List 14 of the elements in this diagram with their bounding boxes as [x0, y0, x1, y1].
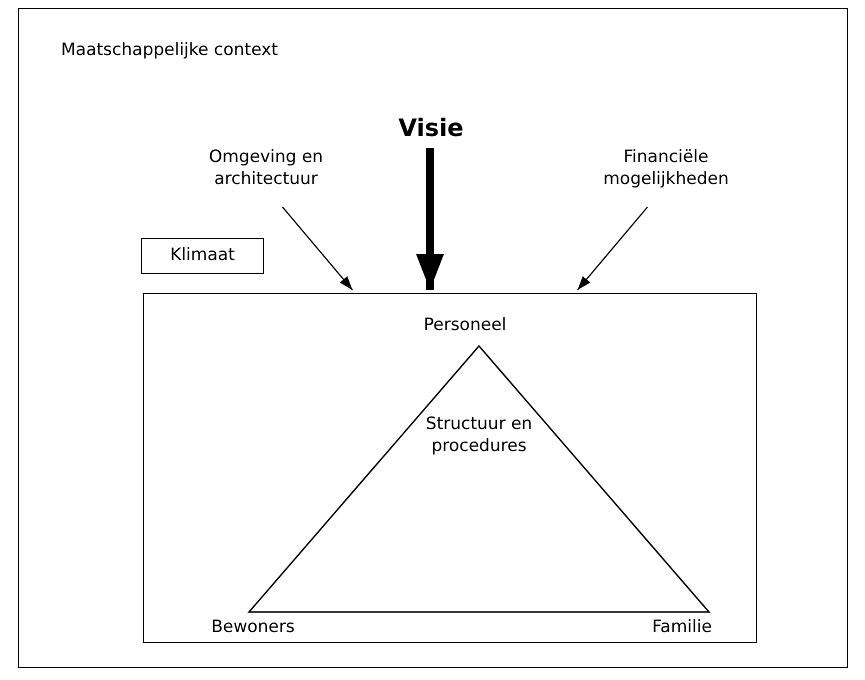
arrow — [282, 206, 353, 290]
factor-label: Omgeving en architectuur — [171, 146, 361, 198]
thick-arrow — [416, 148, 444, 290]
arrow — [577, 206, 648, 290]
corner-label: Familie — [651, 616, 713, 638]
corner-label: Bewoners — [210, 616, 296, 638]
frame-title: Maatschappelijke context — [61, 39, 278, 61]
triangle-text: Structuur en procedures — [424, 413, 534, 457]
heading-text: Visie — [391, 111, 471, 145]
label-box: Klimaat — [141, 238, 264, 274]
context-frame — [18, 8, 848, 668]
factor-label: Financiële mogelijkheden — [566, 146, 766, 198]
context-box — [143, 293, 757, 643]
corner-label: Personeel — [422, 314, 508, 336]
